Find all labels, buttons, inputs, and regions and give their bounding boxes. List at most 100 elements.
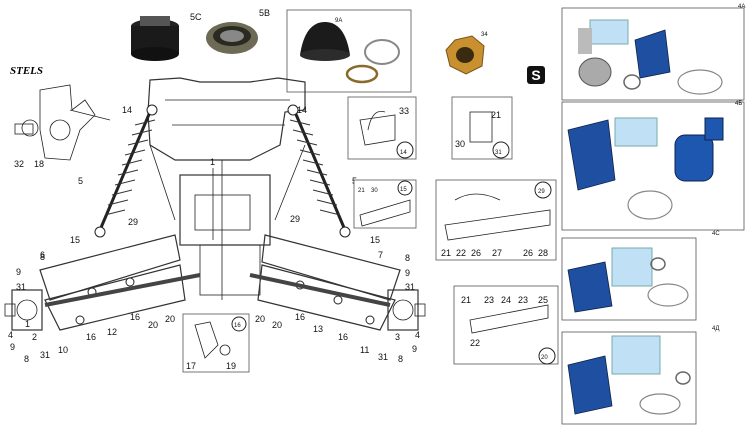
inset-20: 21 23 24 23 25 22 20 bbox=[453, 285, 559, 365]
svg-text:8: 8 bbox=[24, 354, 29, 364]
svg-text:16: 16 bbox=[338, 332, 348, 342]
stels-logo: STELS bbox=[10, 65, 43, 77]
s-badge: S bbox=[527, 66, 545, 84]
svg-text:19: 19 bbox=[226, 361, 236, 371]
svg-text:31: 31 bbox=[16, 282, 26, 292]
svg-text:21: 21 bbox=[491, 110, 501, 120]
photo-34-nut: 34 bbox=[445, 32, 488, 75]
svg-text:21: 21 bbox=[441, 248, 451, 258]
svg-text:12: 12 bbox=[107, 327, 117, 337]
svg-text:7: 7 bbox=[378, 250, 383, 260]
inset-14: 33 14 bbox=[347, 96, 417, 160]
svg-text:22: 22 bbox=[470, 338, 480, 348]
svg-text:16: 16 bbox=[234, 323, 241, 329]
svg-text:8: 8 bbox=[398, 354, 403, 364]
svg-text:24: 24 bbox=[501, 295, 511, 305]
svg-text:31: 31 bbox=[405, 282, 415, 292]
svg-text:S: S bbox=[531, 67, 540, 83]
svg-text:9: 9 bbox=[10, 342, 15, 352]
photo-5c-bushing: 5C bbox=[131, 12, 202, 61]
svg-text:31: 31 bbox=[40, 350, 50, 360]
svg-text:26: 26 bbox=[471, 248, 481, 258]
photo-4b-kit: 4Б bbox=[561, 101, 745, 231]
svg-text:31: 31 bbox=[378, 352, 388, 362]
svg-text:21: 21 bbox=[461, 295, 471, 305]
arm-right bbox=[257, 234, 401, 331]
label-4c: 4C bbox=[712, 231, 720, 237]
svg-text:10: 10 bbox=[58, 345, 68, 355]
svg-text:14: 14 bbox=[122, 105, 132, 115]
label-4a: 4A bbox=[738, 4, 745, 10]
label-5c: 5C bbox=[190, 12, 202, 22]
svg-text:15: 15 bbox=[370, 235, 380, 245]
main-callouts: 1 14 14 5 5 29 29 15 15 6 7 8 8 9 9 31 3… bbox=[8, 105, 420, 364]
label-18: 18 bbox=[34, 159, 44, 169]
svg-text:2: 2 bbox=[32, 332, 37, 342]
hub-right bbox=[387, 289, 426, 331]
shock-left bbox=[94, 104, 158, 238]
svg-text:11: 11 bbox=[360, 345, 369, 355]
photo-5b-seal: 5B bbox=[206, 8, 270, 54]
label-4d: 4Д bbox=[712, 326, 719, 332]
svg-text:23: 23 bbox=[484, 295, 494, 305]
svg-text:30: 30 bbox=[371, 188, 378, 194]
svg-text:20: 20 bbox=[165, 314, 175, 324]
label-32: 32 bbox=[14, 159, 24, 169]
knuckle-drawing: 32 18 bbox=[14, 84, 111, 169]
svg-text:20: 20 bbox=[272, 320, 282, 330]
svg-text:29: 29 bbox=[128, 217, 138, 227]
arm-left bbox=[39, 234, 186, 331]
svg-text:9: 9 bbox=[405, 268, 410, 278]
svg-text:27: 27 bbox=[492, 248, 502, 258]
svg-text:30: 30 bbox=[455, 139, 465, 149]
svg-text:14: 14 bbox=[400, 150, 407, 156]
svg-text:16: 16 bbox=[86, 332, 96, 342]
shock-right bbox=[287, 104, 351, 238]
inset-15: 21 30 15 bbox=[353, 179, 417, 229]
photo-4d-kit: 4Д bbox=[561, 326, 719, 425]
driveshaft-left bbox=[44, 273, 201, 307]
driveshaft-right bbox=[249, 273, 391, 307]
svg-text:29: 29 bbox=[538, 189, 545, 195]
svg-text:29: 29 bbox=[290, 214, 300, 224]
svg-text:26: 26 bbox=[523, 248, 533, 258]
svg-text:9: 9 bbox=[412, 344, 417, 354]
svg-text:5: 5 bbox=[78, 176, 83, 186]
svg-text:1: 1 bbox=[210, 157, 215, 167]
svg-text:33: 33 bbox=[399, 106, 409, 116]
svg-text:9: 9 bbox=[16, 267, 21, 277]
svg-text:15: 15 bbox=[70, 235, 80, 245]
svg-text:1: 1 bbox=[25, 319, 30, 329]
svg-text:4: 4 bbox=[415, 330, 420, 340]
inset-31: 21 30 31 bbox=[451, 96, 513, 160]
photo-4c-kit: 4C bbox=[561, 231, 720, 321]
photo-9a-kit: 9A bbox=[286, 9, 412, 93]
svg-text:28: 28 bbox=[538, 248, 548, 258]
svg-text:16: 16 bbox=[295, 312, 305, 322]
svg-text:6: 6 bbox=[40, 250, 45, 260]
svg-text:16: 16 bbox=[130, 312, 140, 322]
svg-text:21: 21 bbox=[358, 188, 365, 194]
svg-text:31: 31 bbox=[495, 150, 502, 156]
label-5b: 5B bbox=[259, 8, 270, 18]
svg-text:8: 8 bbox=[40, 252, 45, 262]
svg-text:20: 20 bbox=[148, 320, 158, 330]
svg-text:22: 22 bbox=[456, 248, 466, 258]
hub-left bbox=[4, 289, 43, 331]
svg-text:17: 17 bbox=[186, 361, 196, 371]
svg-text:20: 20 bbox=[541, 355, 548, 361]
svg-text:23: 23 bbox=[518, 295, 528, 305]
label-4b: 4Б bbox=[735, 101, 742, 107]
svg-text:3: 3 bbox=[395, 332, 400, 342]
label-34: 34 bbox=[481, 32, 488, 38]
inset-29: 29 21 22 26 27 26 28 bbox=[435, 179, 557, 261]
photo-4a-kit: 4A bbox=[561, 4, 745, 101]
svg-text:13: 13 bbox=[313, 324, 323, 334]
svg-text:4: 4 bbox=[8, 330, 13, 340]
label-9a: 9A bbox=[335, 18, 342, 24]
svg-text:15: 15 bbox=[400, 187, 407, 193]
svg-text:20: 20 bbox=[255, 314, 265, 324]
svg-text:25: 25 bbox=[538, 295, 548, 305]
svg-text:14: 14 bbox=[297, 105, 307, 115]
